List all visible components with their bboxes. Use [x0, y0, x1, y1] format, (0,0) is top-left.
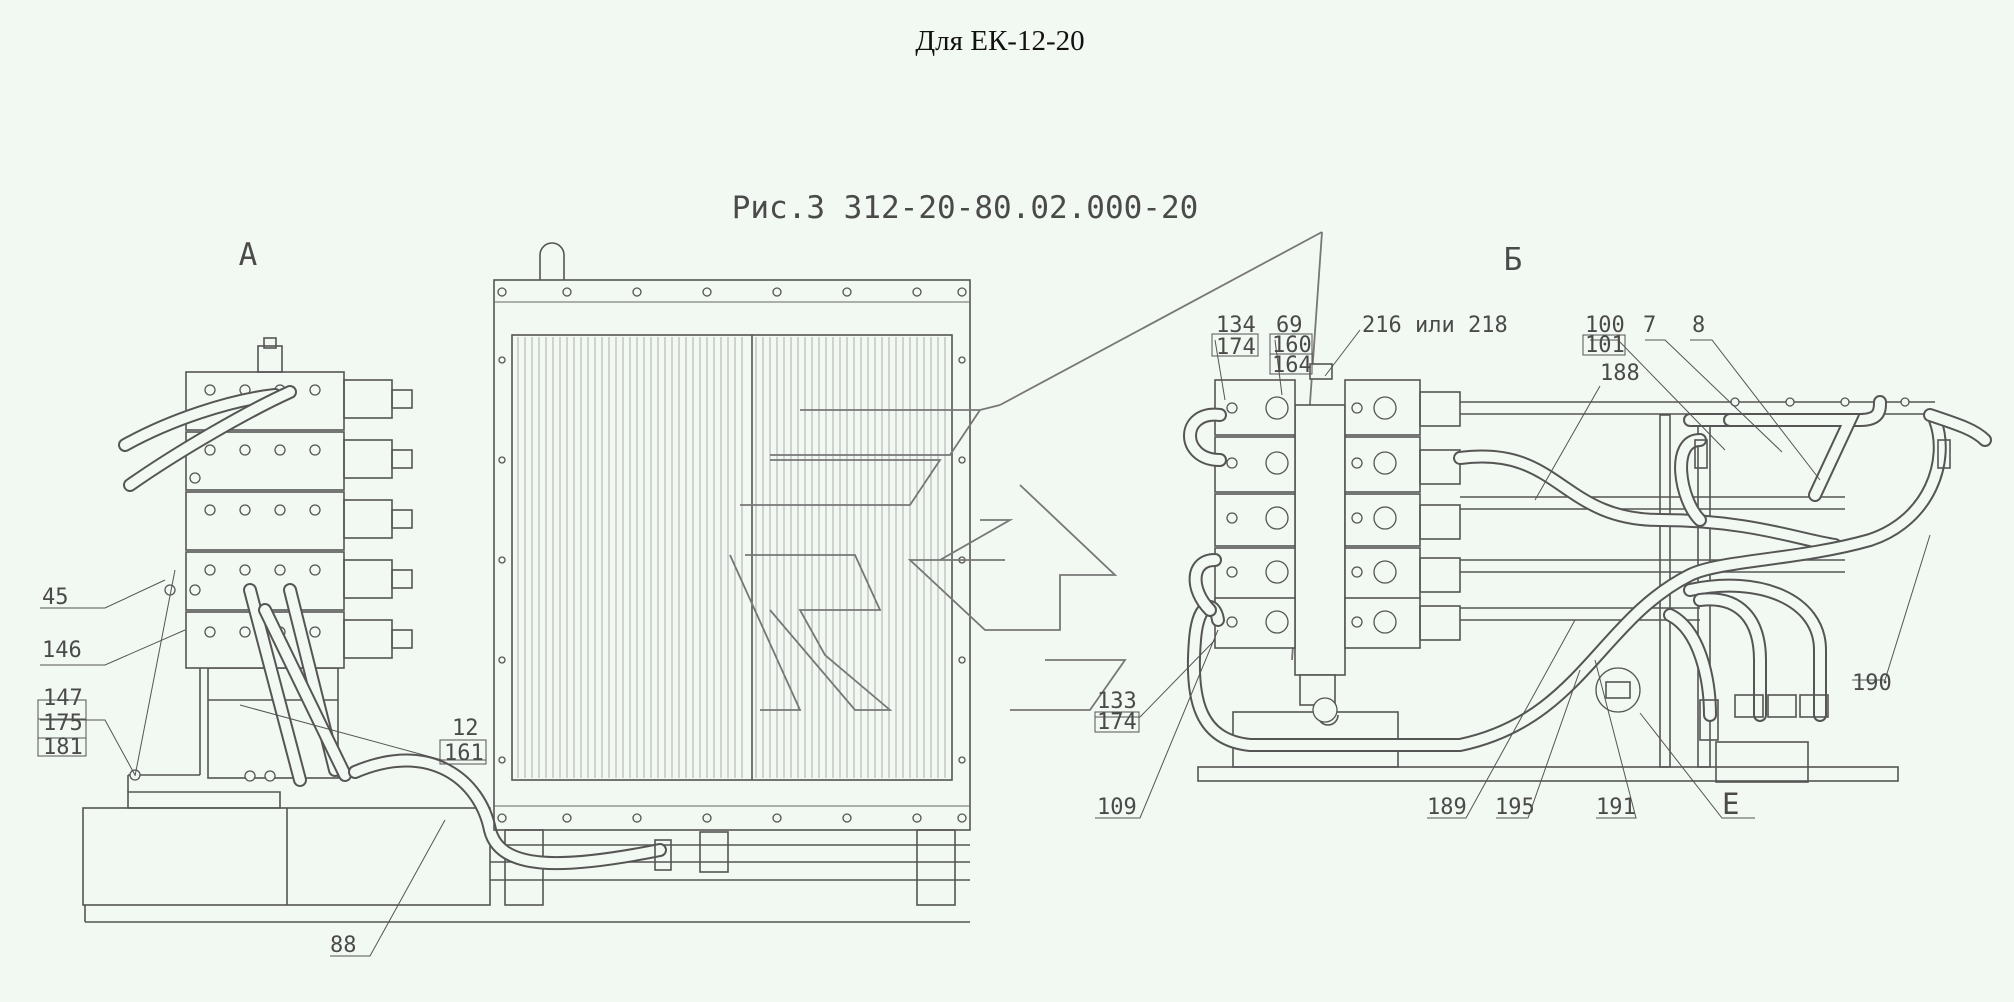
view-label-a: А: [239, 237, 258, 273]
callout-161: 161: [444, 741, 484, 766]
callout-133: 133: [1097, 689, 1137, 714]
callout-109: 109: [1097, 795, 1137, 820]
callout-190: 190: [1852, 671, 1892, 696]
callout-12-161: 12 161: [439, 716, 487, 766]
view-label-b: Б: [1504, 242, 1523, 278]
callout-45: 45: [42, 585, 69, 610]
callout-12: 12: [452, 716, 479, 741]
page-title: Для ЕК-12-20: [915, 25, 1084, 57]
callout-134-174: 134 174: [1211, 313, 1259, 360]
callout-175: 175: [43, 711, 83, 736]
callout-e: Е: [1722, 787, 1739, 821]
callout-195: 195: [1495, 795, 1535, 820]
callout-146: 146: [42, 638, 82, 663]
callout-174-top: 174: [1216, 335, 1256, 360]
callout-188: 188: [1600, 361, 1640, 386]
right-hoses: [1183, 395, 1992, 752]
callout-69-160-164: 69 160 164: [1269, 313, 1313, 378]
callout-134: 134: [1216, 313, 1256, 338]
callout-101: 101: [1585, 333, 1625, 358]
leader-lines: [40, 329, 1931, 957]
callout-8: 8: [1692, 313, 1705, 338]
callout-147: 147: [43, 686, 83, 711]
callout-160: 160: [1272, 333, 1312, 358]
radiator: [493, 242, 971, 831]
callout-100: 100: [1585, 313, 1625, 338]
callout-88: 88: [330, 933, 357, 958]
callout-147-175-181: 147 175 181: [37, 686, 87, 760]
radiator-fins: [517, 337, 946, 778]
callout-133-174: 133 174: [1094, 689, 1140, 735]
figure-reference: Рис.3 312-20-80.02.000-20: [732, 190, 1199, 226]
callout-191: 191: [1596, 795, 1636, 820]
callout-100-101: 100 101: [1582, 313, 1626, 358]
callout-69: 69: [1276, 313, 1303, 338]
callout-7: 7: [1643, 313, 1656, 338]
callout-174-bottom: 174: [1097, 710, 1137, 735]
callout-189: 189: [1427, 795, 1467, 820]
callout-164: 164: [1272, 353, 1312, 378]
callout-216-218: 216 или 218: [1362, 313, 1508, 338]
callout-181: 181: [43, 735, 83, 760]
valve-stack-b: [1214, 363, 1461, 726]
